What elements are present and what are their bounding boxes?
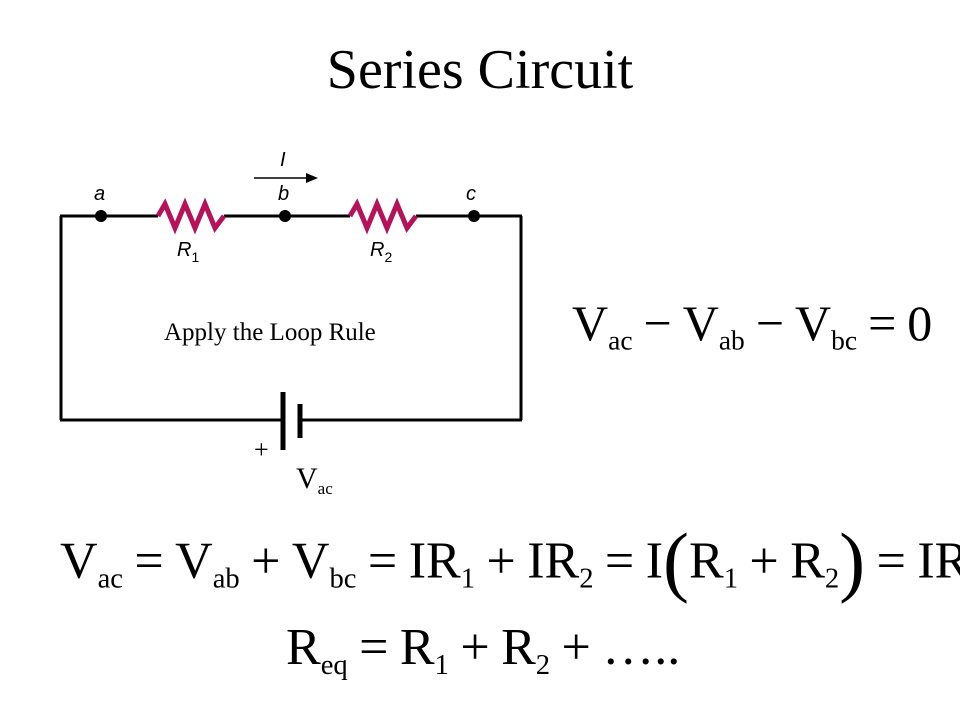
node-c-label: c <box>466 183 476 205</box>
loop-rule-equation: Vac−Vab−Vbc=0 <box>572 295 933 356</box>
slide-title: Series Circuit <box>326 39 634 101</box>
r2-label: R2 <box>370 239 392 265</box>
node-a-dot <box>95 210 107 222</box>
r1-label: R1 <box>177 239 199 265</box>
loop-rule-text: Apply the Loop Rule <box>164 319 376 346</box>
node-b-label: b <box>278 183 289 205</box>
resistor-r1 <box>155 197 226 235</box>
battery-voltage-label: Vac <box>296 462 333 498</box>
node-b-dot <box>279 210 291 222</box>
current-arrow-icon <box>306 173 318 183</box>
node-a-label: a <box>94 183 105 205</box>
node-c-dot <box>468 210 480 222</box>
resistor-r2 <box>347 197 418 235</box>
current-label: I <box>280 149 286 171</box>
battery-plus-sign: + <box>254 435 269 464</box>
series-voltage-equation: Vac=Vab+Vbc=IR1+IR2=I(R1+R2)=IReq <box>60 517 960 604</box>
equivalent-resistance-equation: Req=R1+R2+….. <box>286 619 681 681</box>
